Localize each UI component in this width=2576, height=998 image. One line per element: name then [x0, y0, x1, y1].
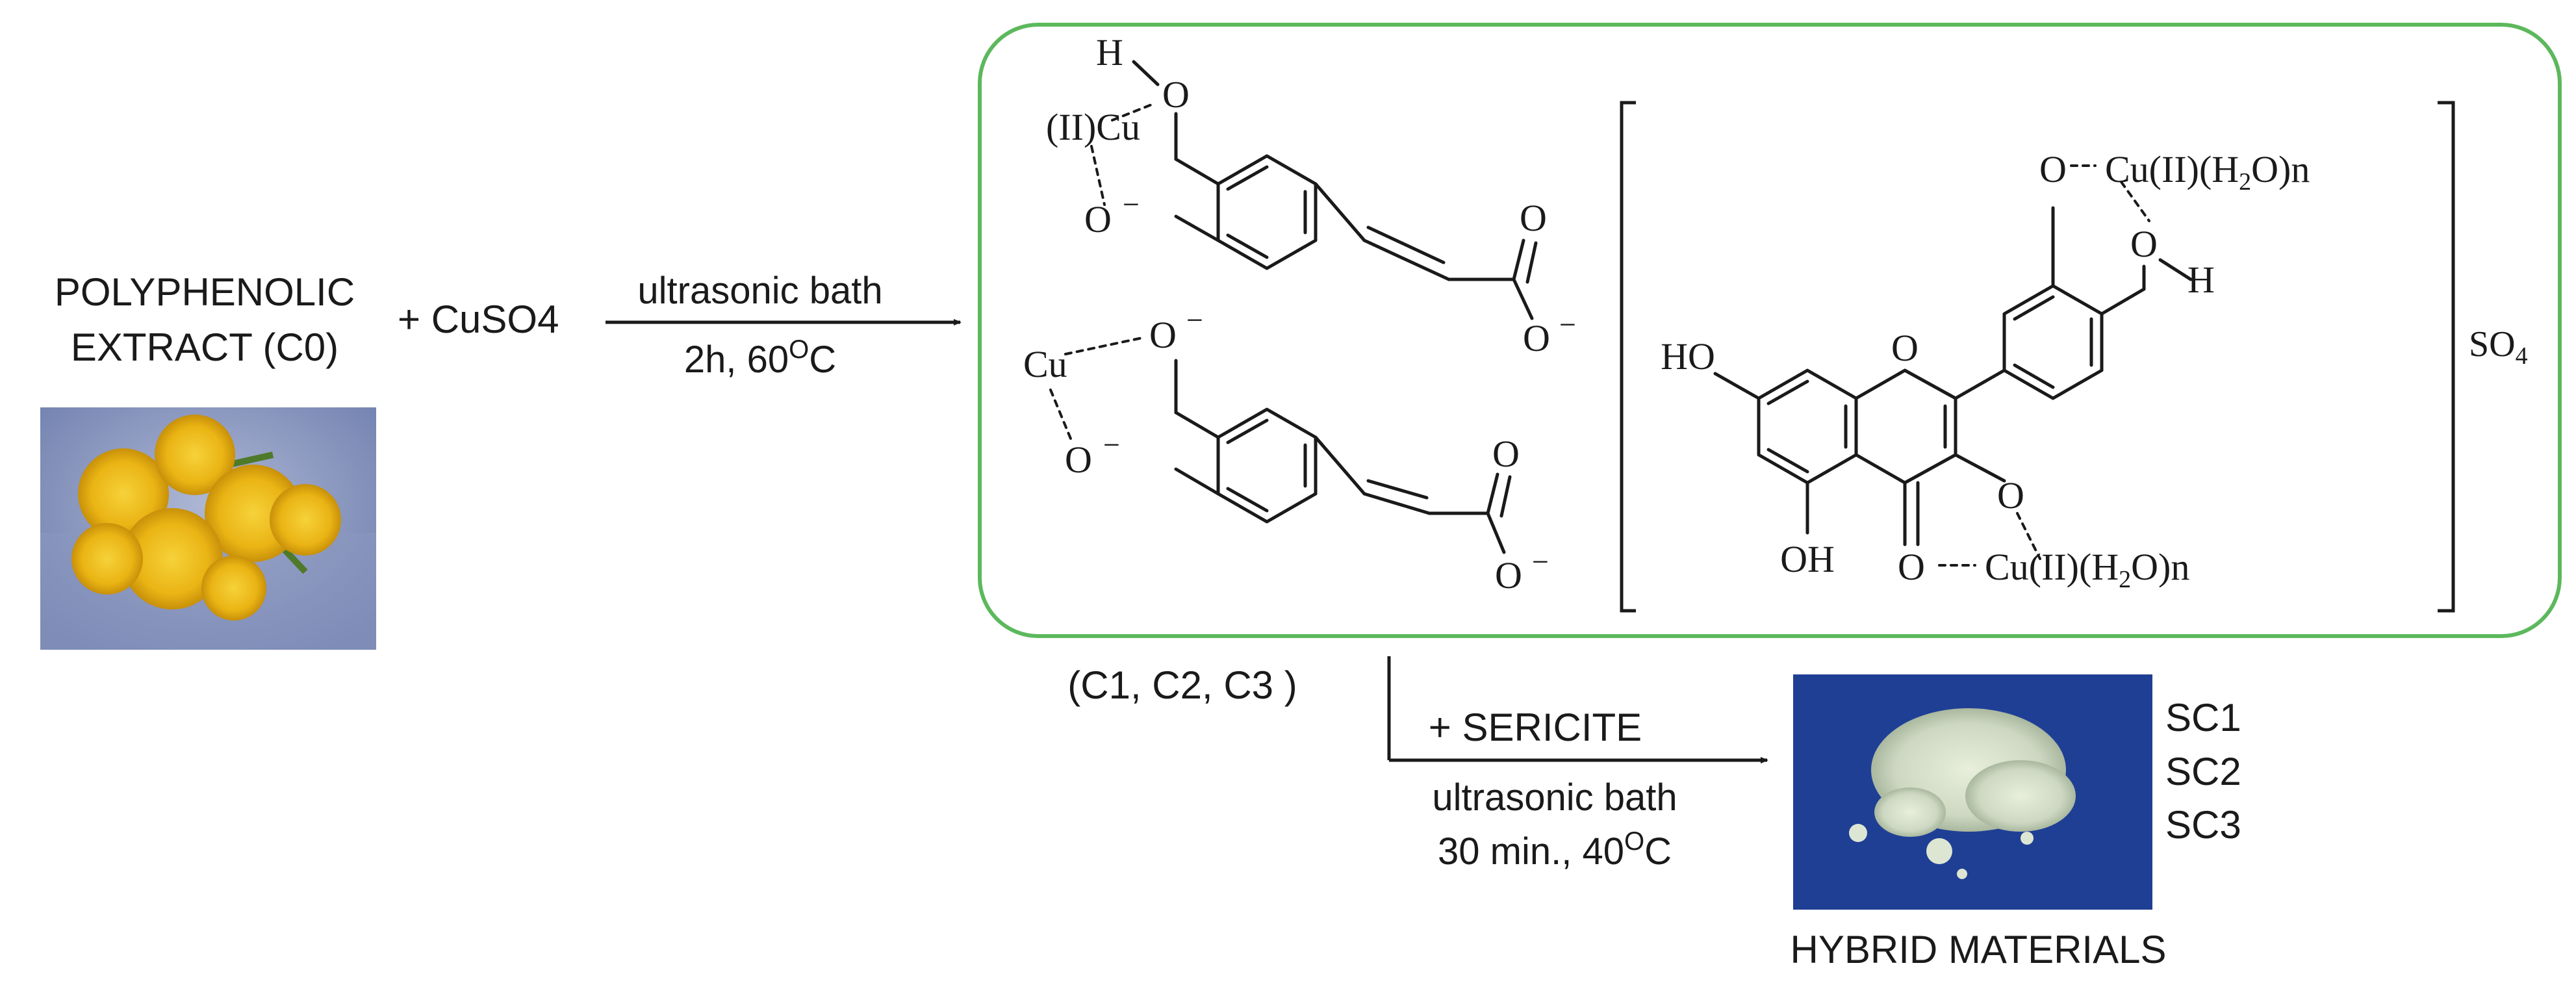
sample-sc1: SC1: [2165, 696, 2241, 739]
bottom-o-lower: O: [1065, 439, 1092, 481]
caffeate-complex-top: H O (II)Cu O − O O −: [1046, 31, 1576, 359]
flav-h-hydroxy: H: [2187, 259, 2215, 301]
products-c1-c3-label: (C1, C2, C3 ): [1067, 663, 1297, 707]
step1-condition-bottom: 2h, 60OC: [684, 335, 836, 381]
bottom-o-upper: O: [1149, 314, 1177, 356]
step2-reagent: + SERICITE: [1429, 706, 1642, 749]
sulfate-counter-ion: SO4: [2469, 324, 2528, 370]
top-o-carbonyl: O: [1520, 197, 1547, 239]
sample-sc3: SC3: [2165, 803, 2241, 847]
step1-condition-top: ultrasonic bath: [637, 270, 882, 312]
flav-o-3: O: [1997, 474, 2024, 517]
flav-cu-top: Cu(II)(H2O)n: [2105, 148, 2310, 196]
bottom-charge-1: −: [1186, 303, 1203, 337]
flavonoid-complex: HO O OH O Cu(II)(H2O)n O O Cu(II)(H2O)n …: [1661, 148, 2310, 593]
extract-label-line2: EXTRACT (C0): [71, 326, 338, 369]
bottom-o-carboxylate: O: [1495, 554, 1522, 596]
bottom-o-carbonyl: O: [1492, 433, 1520, 475]
flav-ho-left: HO: [1661, 335, 1715, 377]
left-bracket: [1620, 101, 1636, 613]
flav-o-ring: O: [1891, 327, 1919, 369]
top-charge: −: [1123, 188, 1140, 221]
flav-o-keto: O: [1898, 546, 1925, 588]
bottom-charge-3: −: [1532, 545, 1549, 578]
top-h: H: [1096, 31, 1123, 73]
step2-condition-top: ultrasonic bath: [1432, 776, 1677, 819]
right-bracket: [2438, 101, 2455, 613]
top-cu: (II)Cu: [1046, 106, 1140, 148]
sample-sc2: SC2: [2165, 750, 2241, 793]
bottom-cu: Cu: [1023, 343, 1067, 385]
caffeate-complex-bottom: Cu O − O − O O −: [1023, 303, 1549, 596]
flav-cu-bottom: Cu(II)(H2O)n: [1985, 546, 2189, 593]
hybrid-powder-photo: [1793, 674, 2152, 910]
step2-condition-bottom: 30 min., 40OC: [1438, 827, 1672, 873]
bottom-charge-2: −: [1103, 428, 1120, 461]
flav-o-catechol: O: [2039, 148, 2067, 190]
complexes-frame: [978, 23, 2562, 638]
top-o-carboxylate: O: [1523, 317, 1550, 359]
extract-label-line1: POLYPHENOLIC: [55, 270, 355, 314]
hybrid-materials-label: HYBRID MATERIALS: [1791, 928, 2167, 971]
dandelion-photo: [40, 407, 376, 650]
top-o-hydroxyl: O: [1162, 73, 1190, 116]
flav-o-hydroxy: O: [2130, 223, 2158, 265]
top-o-phenolate: O: [1084, 198, 1112, 240]
flav-oh-bottom: OH: [1780, 538, 1835, 580]
top-charge-2: −: [1559, 308, 1576, 341]
cuso4-reagent: + CuSO4: [398, 298, 559, 341]
